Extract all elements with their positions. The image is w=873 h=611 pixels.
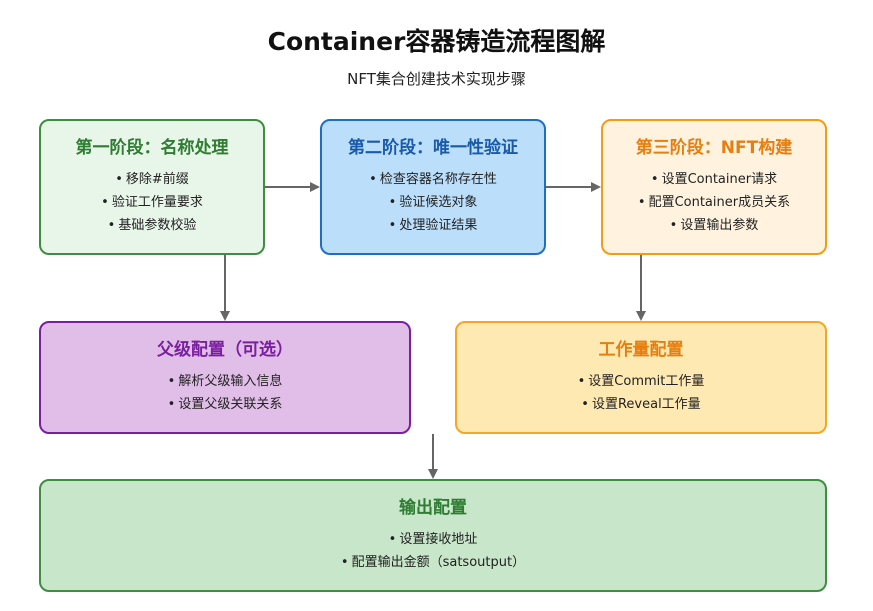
- list-item: •基础参数校验: [41, 214, 263, 237]
- list-item-text: 验证候选对象: [399, 195, 478, 210]
- list-item-text: 设置Commit工作量: [588, 374, 705, 389]
- list-item: •设置父级关联关系: [41, 393, 409, 416]
- list-item-text: 设置Reveal工作量: [591, 397, 701, 412]
- output-config-title: 输出配置: [399, 498, 467, 518]
- bullet-icon: •: [581, 397, 589, 412]
- bullet-icon: •: [107, 218, 116, 233]
- stage-1-list: •移除#前缀 •验证工作量要求 •基础参数校验: [41, 168, 263, 237]
- bullet-icon: •: [369, 172, 377, 187]
- list-item-text: 设置输出参数: [680, 218, 759, 233]
- stage-3-nft-build-box: 第三阶段：NFT构建 •设置Container请求 •配置Container成员…: [601, 119, 827, 255]
- parent-config-list: •解析父级输入信息 •设置父级关联关系: [41, 370, 409, 416]
- list-item: •移除#前缀: [41, 168, 263, 191]
- stage-3-title: 第三阶段：NFT构建: [635, 138, 793, 158]
- list-item-text: 检查容器名称存在性: [379, 172, 497, 187]
- stage-1-title: 第一阶段：名称处理: [75, 138, 229, 158]
- workload-config-box: 工作量配置 •设置Commit工作量 •设置Reveal工作量: [455, 321, 827, 434]
- list-item: •设置输出参数: [603, 214, 825, 237]
- bullet-icon: •: [650, 172, 659, 187]
- bullet-icon: •: [388, 195, 397, 210]
- bullet-icon: •: [167, 374, 176, 389]
- workload-config-title: 工作量配置: [598, 340, 684, 360]
- list-item: •验证工作量要求: [41, 191, 263, 214]
- bullet-icon: •: [669, 218, 678, 233]
- list-item: •设置Commit工作量: [457, 370, 825, 393]
- list-item-text: 处理验证结果: [399, 218, 478, 233]
- list-item: •设置Reveal工作量: [457, 393, 825, 416]
- parent-config-box: 父级配置（可选） •解析父级输入信息 •设置父级关联关系: [39, 321, 411, 434]
- list-item-text: 配置输出金额（satsoutput）: [351, 555, 526, 570]
- stage-2-uniqueness-box: 第二阶段：唯一性验证 •检查容器名称存在性 •验证候选对象 •处理验证结果: [320, 119, 546, 255]
- parent-config-title: 父级配置（可选）: [157, 340, 293, 360]
- bullet-icon: •: [101, 195, 109, 210]
- stage-1-name-processing-box: 第一阶段：名称处理 •移除#前缀 •验证工作量要求 •基础参数校验: [39, 119, 265, 255]
- list-item: •设置接收地址: [41, 528, 825, 551]
- bullet-icon: •: [167, 397, 176, 412]
- list-item: •配置Container成员关系: [603, 191, 825, 214]
- list-item-text: 配置Container成员关系: [648, 195, 791, 210]
- workload-config-list: •设置Commit工作量 •设置Reveal工作量: [457, 370, 825, 416]
- list-item: •验证候选对象: [322, 191, 544, 214]
- list-item: •配置输出金额（satsoutput）: [41, 551, 825, 574]
- list-item-text: 设置父级关联关系: [178, 397, 283, 412]
- bullet-icon: •: [388, 218, 397, 233]
- list-item-text: 验证工作量要求: [111, 195, 203, 210]
- bullet-icon: •: [388, 532, 397, 547]
- list-item-text: 基础参数校验: [118, 218, 197, 233]
- list-item: •检查容器名称存在性: [322, 168, 544, 191]
- list-item-text: 设置接收地址: [399, 532, 478, 547]
- list-item: •设置Container请求: [603, 168, 825, 191]
- list-item: •解析父级输入信息: [41, 370, 409, 393]
- bullet-icon: •: [115, 172, 123, 187]
- stage-2-list: •检查容器名称存在性 •验证候选对象 •处理验证结果: [322, 168, 544, 237]
- diagram-title: Container容器铸造流程图解: [267, 27, 606, 56]
- stage-3-list: •设置Container请求 •配置Container成员关系 •设置输出参数: [603, 168, 825, 237]
- list-item: •处理验证结果: [322, 214, 544, 237]
- diagram-subtitle: NFT集合创建技术实现步骤: [347, 70, 526, 88]
- list-item-text: 移除#前缀: [125, 172, 189, 187]
- bullet-icon: •: [340, 555, 349, 570]
- bullet-icon: •: [577, 374, 586, 389]
- bullet-icon: •: [637, 195, 646, 210]
- output-config-list: •设置接收地址 •配置输出金额（satsoutput）: [41, 528, 825, 574]
- list-item-text: 设置Container请求: [661, 172, 778, 187]
- list-item-text: 解析父级输入信息: [178, 374, 283, 389]
- output-config-box: 输出配置 •设置接收地址 •配置输出金额（satsoutput）: [39, 479, 827, 592]
- stage-2-title: 第二阶段：唯一性验证: [348, 138, 518, 158]
